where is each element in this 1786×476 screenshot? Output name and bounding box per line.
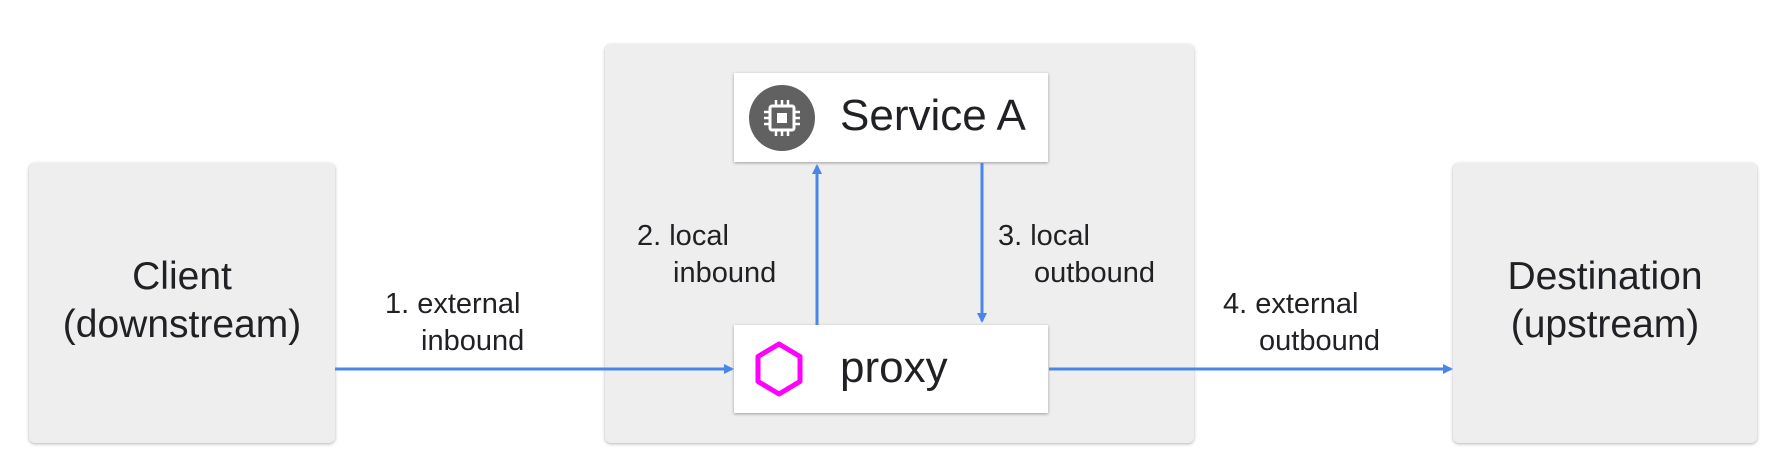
client-box: Client (downstream) bbox=[29, 163, 335, 443]
hexagon-icon bbox=[750, 340, 808, 398]
proxy-card: proxy bbox=[734, 325, 1048, 413]
local-inbound-label: 2. local inbound bbox=[637, 220, 777, 289]
client-label: Client (downstream) bbox=[62, 255, 302, 346]
local-outbound-label: 3. local outbound bbox=[998, 220, 1155, 289]
proxy-label: proxy bbox=[840, 343, 948, 392]
destination-label: Destination (upstream) bbox=[1507, 255, 1703, 346]
service-a-card: Service A bbox=[734, 73, 1048, 162]
external-inbound-label: 1. external inbound bbox=[385, 288, 525, 357]
chip-icon bbox=[749, 85, 815, 151]
service-a-label: Service A bbox=[840, 91, 1026, 140]
external-outbound-label: 4. external outbound bbox=[1223, 288, 1380, 357]
destination-box: Destination (upstream) bbox=[1453, 163, 1757, 443]
